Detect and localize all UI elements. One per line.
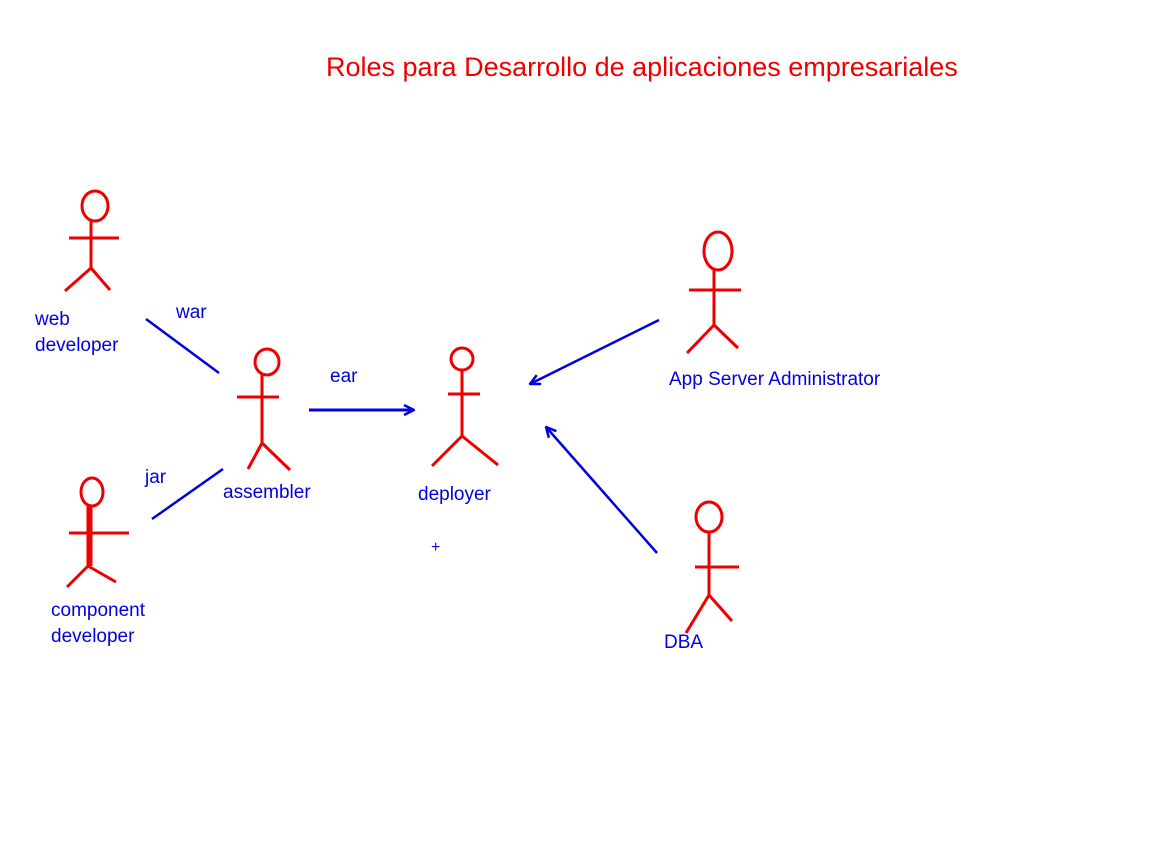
component-developer-label-line1: component [51, 600, 146, 621]
jar-connector-line [151, 467, 224, 521]
app-server-administrator-actor [685, 230, 741, 355]
web-developer-label-line1: web [35, 309, 70, 330]
diagram-title: Roles para Desarrollo de aplicaciones em… [326, 52, 958, 82]
web-developer-actor [64, 189, 119, 293]
dba-label: DBA [664, 632, 704, 653]
deployer-label: deployer [418, 484, 491, 505]
admin-to-deployer-arrow [530, 318, 660, 384]
component-developer-label-line2: developer [51, 626, 135, 647]
plus-mark: + [431, 539, 441, 556]
dba-to-deployer-arrow [546, 427, 658, 554]
ear-label: ear [330, 366, 358, 387]
jar-label: jar [145, 467, 167, 488]
war-label: war [176, 302, 207, 323]
dba-actor [684, 500, 739, 634]
assembler-label: assembler [223, 482, 311, 503]
component-developer-actor [65, 476, 129, 589]
deployer-actor [430, 346, 499, 468]
app-server-administrator-label: App Server Administrator [669, 369, 881, 390]
web-developer-label-line2: developer [35, 335, 119, 356]
war-connector-line [145, 317, 220, 375]
assembler-actor [237, 347, 292, 472]
